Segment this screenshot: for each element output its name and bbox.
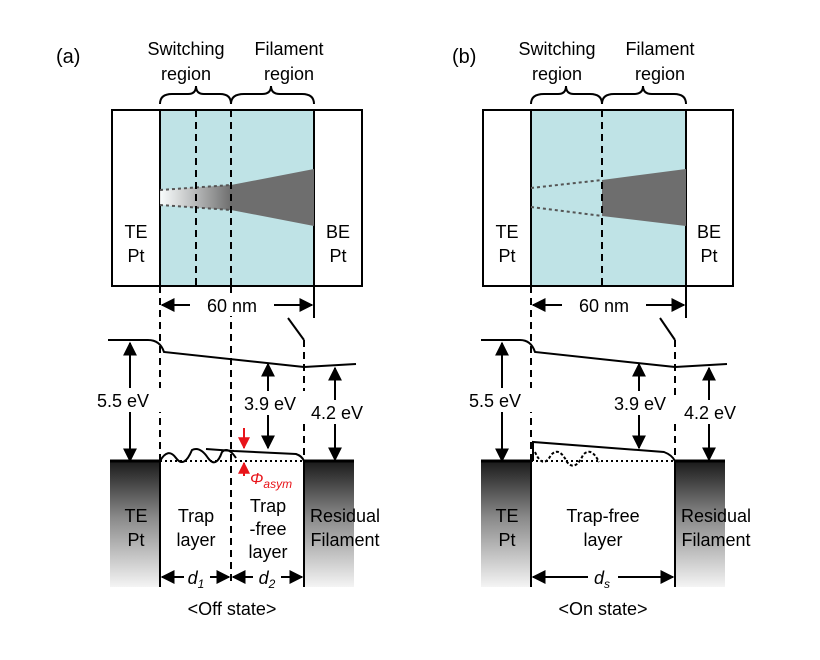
width-label-b: 60 nm bbox=[579, 296, 629, 316]
trap-free-label-b-2: layer bbox=[583, 530, 622, 550]
filament-label-b: Filament bbox=[681, 530, 750, 550]
energy-label-mid-bg-a bbox=[238, 391, 306, 415]
panel-b: (b) Switching region Filament region TE … bbox=[452, 39, 751, 619]
conduction-band-b bbox=[481, 339, 728, 369]
be-label-b: BE bbox=[697, 222, 721, 242]
trap-free-label-a-2: -free bbox=[249, 519, 286, 539]
filament-label-a: Filament bbox=[310, 530, 379, 550]
energy-label-right-bg-b bbox=[674, 400, 746, 424]
d1-label: d1 bbox=[188, 568, 205, 591]
switching-region-label-a-2: region bbox=[161, 64, 211, 84]
state-label-a: <Off state> bbox=[188, 599, 277, 619]
ds-label-bg bbox=[588, 566, 618, 588]
be-pt-label-b: Pt bbox=[700, 246, 717, 266]
d1-label-bg bbox=[184, 566, 210, 588]
panel-a-label: (a) bbox=[56, 46, 80, 68]
right-slant-a bbox=[287, 317, 305, 341]
panel-a: (a) Switching region Filament region TE … bbox=[56, 39, 380, 619]
switching-brace-a bbox=[159, 85, 232, 105]
energy-label-left-bg-b bbox=[454, 388, 536, 412]
trap-free-label-b: Trap-free bbox=[566, 506, 639, 526]
bottom-te-pt-label-b: Pt bbox=[498, 530, 515, 550]
filament-a bbox=[231, 169, 314, 226]
phi-asym-label: Φasym bbox=[250, 471, 292, 491]
trap-free-label-a: Trap bbox=[250, 496, 286, 516]
energy-label-mid-b: 3.9 eV bbox=[614, 394, 666, 414]
trap-states-dashed-b bbox=[534, 450, 600, 467]
width-label-bg-a bbox=[190, 294, 274, 316]
energy-label-left-bg-a bbox=[82, 388, 164, 412]
residual-label-a: Residual bbox=[310, 506, 380, 526]
bottom-te-label-a: TE bbox=[124, 506, 147, 526]
filament-region-label-b: Filament bbox=[625, 39, 694, 59]
te-pt-label-a: Pt bbox=[127, 246, 144, 266]
residual-filament-a bbox=[304, 461, 354, 587]
energy-label-left-a: 5.5 eV bbox=[97, 391, 149, 411]
te-label-b: TE bbox=[495, 222, 518, 242]
residual-filament-b bbox=[675, 461, 725, 587]
trap-free-band-b bbox=[532, 440, 676, 462]
switching-region-label-a: Switching bbox=[147, 39, 224, 59]
trap-layer-label: Trap bbox=[178, 506, 214, 526]
bottom-te-label-b: TE bbox=[495, 506, 518, 526]
filament-region-label-a: Filament bbox=[254, 39, 323, 59]
energy-label-right-bg-a bbox=[300, 400, 372, 424]
bottom-te-pt-label-a: Pt bbox=[127, 530, 144, 550]
width-label-a: 60 nm bbox=[207, 296, 257, 316]
switching-brace-b bbox=[530, 85, 603, 105]
ds-label: ds bbox=[594, 568, 610, 591]
width-label-bg-b bbox=[562, 294, 646, 316]
be-pt-label-a: Pt bbox=[329, 246, 346, 266]
filament-region-label-b-2: region bbox=[635, 64, 685, 84]
energy-label-right-a: 4.2 eV bbox=[311, 403, 363, 423]
residual-label-b: Residual bbox=[681, 506, 751, 526]
energy-label-left-b: 5.5 eV bbox=[469, 391, 521, 411]
switching-region-label-b: Switching bbox=[518, 39, 595, 59]
energy-label-mid-bg-b bbox=[606, 391, 674, 415]
switching-region-label-b-2: region bbox=[532, 64, 582, 84]
panel-b-label: (b) bbox=[452, 46, 476, 68]
be-label-a: BE bbox=[326, 222, 350, 242]
te-electrode-b bbox=[481, 461, 531, 587]
filament-b bbox=[602, 169, 686, 226]
energy-label-mid-a: 3.9 eV bbox=[244, 394, 296, 414]
filament-brace-a bbox=[230, 85, 315, 105]
filament-brace-b bbox=[601, 85, 687, 105]
right-slant-b bbox=[659, 317, 676, 341]
energy-label-right-b: 4.2 eV bbox=[684, 403, 736, 423]
te-label-a: TE bbox=[124, 222, 147, 242]
trap-free-band-a bbox=[205, 448, 305, 462]
d2-label: d2 bbox=[259, 568, 276, 591]
filament-region-label-a-2: region bbox=[264, 64, 314, 84]
state-label-b: <On state> bbox=[558, 599, 647, 619]
d2-label-bg bbox=[253, 566, 281, 588]
conduction-band-a bbox=[108, 339, 357, 369]
te-pt-label-b: Pt bbox=[498, 246, 515, 266]
te-electrode-a bbox=[110, 461, 160, 587]
trap-free-label-a-3: layer bbox=[248, 542, 287, 562]
trap-layer-label-2: layer bbox=[176, 530, 215, 550]
